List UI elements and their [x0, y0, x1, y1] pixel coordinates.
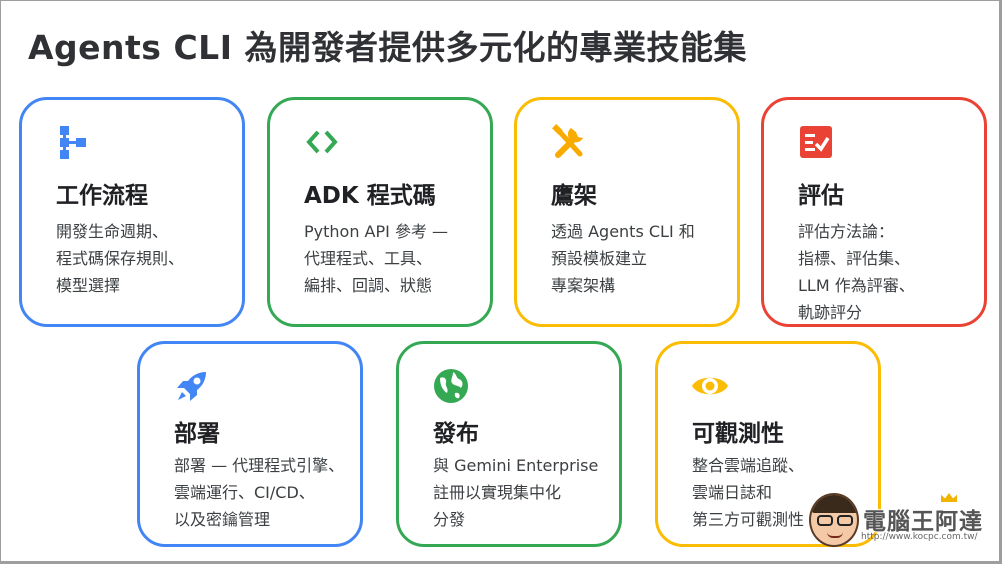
- card-line: 註冊以實現集中化: [433, 483, 562, 502]
- card-title: 可觀測性: [692, 421, 784, 447]
- card-line: 編排、回調、狀態: [304, 276, 433, 295]
- mascot-avatar: [809, 493, 859, 547]
- card-line: 指標、評估集、: [798, 249, 911, 268]
- code-brackets-icon: [302, 122, 342, 162]
- card-title: 部署: [174, 421, 220, 447]
- card-scaffold: 鷹架 透過 Agents CLI 和 預設模板建立 專案架構: [514, 97, 740, 327]
- card-line: 分發: [433, 510, 466, 529]
- card-adk-code: ADK 程式碼 Python API 參考 — 代理程式、工具、 編排、回調、狀…: [267, 97, 493, 327]
- card-line: 雲端運行、CI/CD、: [174, 483, 315, 502]
- watermark-logo: 電腦王阿達 http://www.kocpc.com.tw/: [809, 493, 989, 555]
- eye-icon: [690, 366, 730, 406]
- card-line: 透過 Agents CLI 和: [551, 222, 695, 241]
- watermark-text: 電腦王阿達: [863, 509, 983, 535]
- card-description: 與 Gemini Enterprise 註冊以實現集中化 分發: [433, 452, 623, 533]
- rocket-icon: [172, 366, 212, 406]
- crown-icon: [941, 493, 957, 502]
- globe-icon: [431, 366, 471, 406]
- card-description: 透過 Agents CLI 和 預設模板建立 專案架構: [551, 218, 741, 299]
- card-line: 第三方可觀測性: [692, 510, 805, 529]
- card-line: Python API 參考 —: [304, 222, 449, 241]
- card-title: 工作流程: [56, 183, 148, 209]
- watermark-url: http://www.kocpc.com.tw/: [861, 532, 978, 542]
- card-evaluation: 評估 評估方法論： 指標、評估集、 LLM 作為評審、 軌跡評分: [761, 97, 987, 327]
- card-line: 程式碼保存規則、: [56, 249, 185, 268]
- card-publish: 發布 與 Gemini Enterprise 註冊以實現集中化 分發: [396, 341, 622, 547]
- workflow-tree-icon: [54, 122, 94, 162]
- card-line: 部署 — 代理程式引擎、: [174, 456, 345, 475]
- card-description: Python API 參考 — 代理程式、工具、 編排、回調、狀態: [304, 218, 494, 299]
- card-title: 鷹架: [551, 183, 597, 209]
- slide-title: Agents CLI 為開發者提供多元化的專業技能集: [28, 28, 747, 67]
- card-description: 開發生命週期、 程式碼保存規則、 模型選擇: [56, 218, 246, 299]
- card-line: 雲端日誌和: [692, 483, 773, 502]
- card-description: 部署 — 代理程式引擎、 雲端運行、CI/CD、 以及密鑰管理: [174, 452, 364, 533]
- card-line: 與 Gemini Enterprise: [433, 456, 599, 475]
- card-line: 模型選擇: [56, 276, 121, 295]
- card-line: 以及密鑰管理: [174, 510, 271, 529]
- tools-icon: [549, 122, 589, 162]
- card-deploy: 部署 部署 — 代理程式引擎、 雲端運行、CI/CD、 以及密鑰管理: [137, 341, 363, 547]
- card-line: 整合雲端追蹤、: [692, 456, 805, 475]
- card-line: 評估方法論：: [798, 222, 895, 241]
- card-description: 評估方法論： 指標、評估集、 LLM 作為評審、 軌跡評分: [798, 218, 988, 326]
- card-line: LLM 作為評審、: [798, 276, 915, 295]
- card-line: 代理程式、工具、: [304, 249, 433, 268]
- card-workflow: 工作流程 開發生命週期、 程式碼保存規則、 模型選擇: [19, 97, 245, 327]
- card-line: 專案架構: [551, 276, 616, 295]
- card-line: 開發生命週期、: [56, 222, 169, 241]
- checklist-icon: [796, 122, 836, 162]
- card-title: 發布: [433, 421, 479, 447]
- card-description: 整合雲端追蹤、 雲端日誌和 第三方可觀測性: [692, 452, 882, 533]
- card-title: 評估: [798, 183, 844, 209]
- card-line: 軌跡評分: [798, 303, 863, 322]
- card-title: ADK 程式碼: [304, 183, 436, 209]
- card-line: 預設模板建立: [551, 249, 648, 268]
